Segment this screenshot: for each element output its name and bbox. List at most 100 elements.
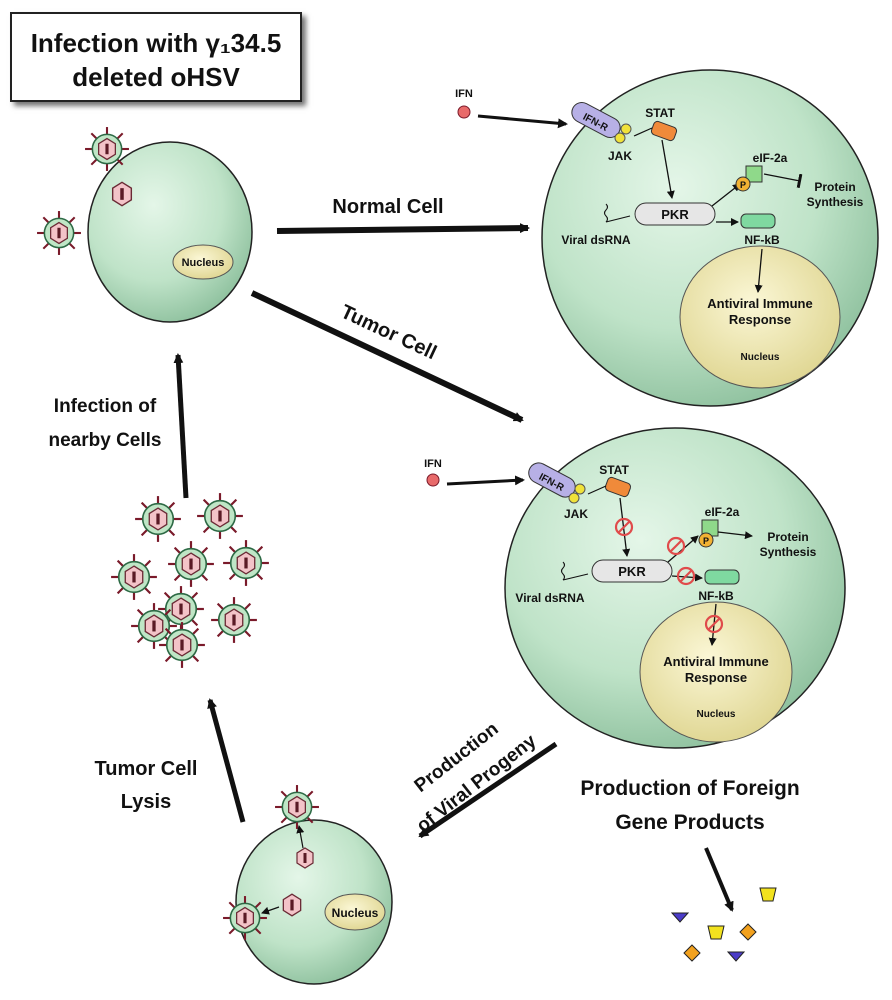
product-trapezoid	[759, 887, 777, 902]
virion-icon	[210, 596, 258, 644]
ifn-arrow	[477, 114, 568, 129]
virion-icon	[167, 540, 215, 588]
nucleus-label: Nucleus	[332, 906, 379, 920]
assembly-arrow	[261, 906, 280, 915]
ifn-label: IFN	[455, 88, 473, 100]
jak-label: JAK	[608, 149, 632, 163]
title-box: Infection with γ₁34.5 deleted oHSV	[10, 12, 302, 102]
foreign-products-label-1: Production of Foreign	[580, 777, 799, 800]
virion-icon	[222, 895, 268, 941]
pkr-label: PKR	[661, 207, 689, 222]
tumor-cell-arrow	[250, 290, 524, 423]
dsrna-squiggle	[560, 561, 589, 581]
progeny-cell	[235, 819, 393, 985]
product-trapezoid	[707, 925, 725, 940]
product-triangle	[726, 951, 746, 962]
jak-label: JAK	[564, 507, 588, 521]
product-diamond	[739, 923, 757, 941]
progeny-arrow	[418, 741, 558, 839]
virion-icon	[158, 621, 206, 669]
antiviral-label-2: Response	[729, 312, 791, 327]
lysis-arrow	[207, 698, 246, 823]
ifn-label: IFN	[424, 458, 442, 470]
eif-box	[745, 165, 763, 183]
p-label: P	[703, 536, 709, 546]
nucleus-label: Nucleus	[697, 709, 736, 720]
eif-label: eIF-2a	[753, 151, 788, 165]
ifn-molecule	[426, 473, 440, 487]
virion-icon	[36, 210, 82, 256]
virion-cluster	[110, 492, 270, 669]
infection-arrow	[173, 353, 189, 499]
infection-label-1: Infection of	[54, 396, 157, 417]
virion-icon	[196, 492, 244, 540]
title-line-2: deleted oHSV	[72, 62, 240, 92]
capsid-icon	[296, 847, 314, 869]
antiviral-label-1: Antiviral Immune	[707, 296, 812, 311]
nucleus-label: Nucleus	[741, 352, 780, 363]
title-line-1: Infection with γ₁34.5	[30, 28, 282, 58]
ifn-receptor	[571, 101, 621, 139]
virion-icon	[274, 784, 320, 830]
nucleus	[679, 245, 841, 389]
jak-dot	[620, 123, 632, 135]
p-circle	[735, 176, 751, 192]
virion-icon	[84, 126, 130, 172]
protein-label-2: Synthesis	[760, 545, 817, 559]
pkr-box	[591, 559, 673, 583]
product-diamond	[683, 944, 701, 962]
virion-icon	[222, 539, 270, 587]
infection-label-2: nearby Cells	[49, 430, 162, 451]
infected-cell	[87, 141, 253, 323]
assembly-arrow	[296, 825, 305, 849]
jak-dot	[574, 483, 586, 495]
lysis-label-2: Lysis	[121, 791, 171, 813]
ifn-receptor	[528, 462, 576, 498]
stat-label: STAT	[645, 106, 675, 120]
nfkb-label: NF-kB	[744, 233, 780, 247]
normal-cell-label: Normal Cell	[332, 196, 443, 218]
lysis-label-1: Tumor Cell	[95, 758, 198, 780]
nucleus	[324, 893, 386, 931]
ifn-arrow	[446, 475, 525, 486]
viral-dsrna-label: Viral dsRNA	[561, 233, 630, 247]
p-label: P	[740, 180, 746, 190]
eif-protein-arrow	[717, 531, 753, 540]
nfkb-box	[704, 569, 740, 585]
stat-pkr-arrow	[661, 139, 675, 199]
stat-box	[604, 476, 632, 498]
pkr-label: PKR	[618, 564, 646, 579]
jak-stat-link	[587, 485, 607, 495]
ifn-molecule	[457, 105, 471, 119]
stat-label: STAT	[599, 463, 629, 477]
nucleus-label: Nucleus	[182, 257, 225, 269]
virion-icon	[134, 495, 182, 543]
viral-dsrna-label: Viral dsRNA	[515, 591, 584, 605]
jak-stat-link	[633, 127, 653, 137]
products-arrow	[704, 847, 734, 912]
nfkb-nucleus-arrow	[754, 248, 763, 293]
nfkb-box	[740, 213, 776, 229]
protein-label-2: Synthesis	[807, 195, 864, 209]
product-triangle	[670, 912, 690, 923]
gene-products	[670, 887, 777, 962]
protein-label-1: Protein	[814, 180, 855, 194]
eif-label: eIF-2a	[705, 505, 740, 519]
p-circle	[698, 532, 714, 548]
jak-dot	[568, 492, 580, 504]
foreign-products-label-2: Gene Products	[615, 811, 764, 834]
jak-dot	[614, 132, 626, 144]
dsrna-squiggle	[603, 203, 631, 223]
capsid-icon	[282, 893, 302, 917]
capsid-icon	[111, 181, 133, 207]
virion-icon	[110, 553, 158, 601]
normal-cell-arrow	[276, 223, 530, 234]
nucleus	[172, 244, 234, 280]
protein-label-1: Protein	[767, 530, 808, 544]
antiviral-label-2: Response	[685, 670, 747, 685]
stat-box	[650, 120, 678, 142]
pkr-box	[634, 202, 716, 226]
pkr-eif-arrow	[711, 183, 741, 207]
